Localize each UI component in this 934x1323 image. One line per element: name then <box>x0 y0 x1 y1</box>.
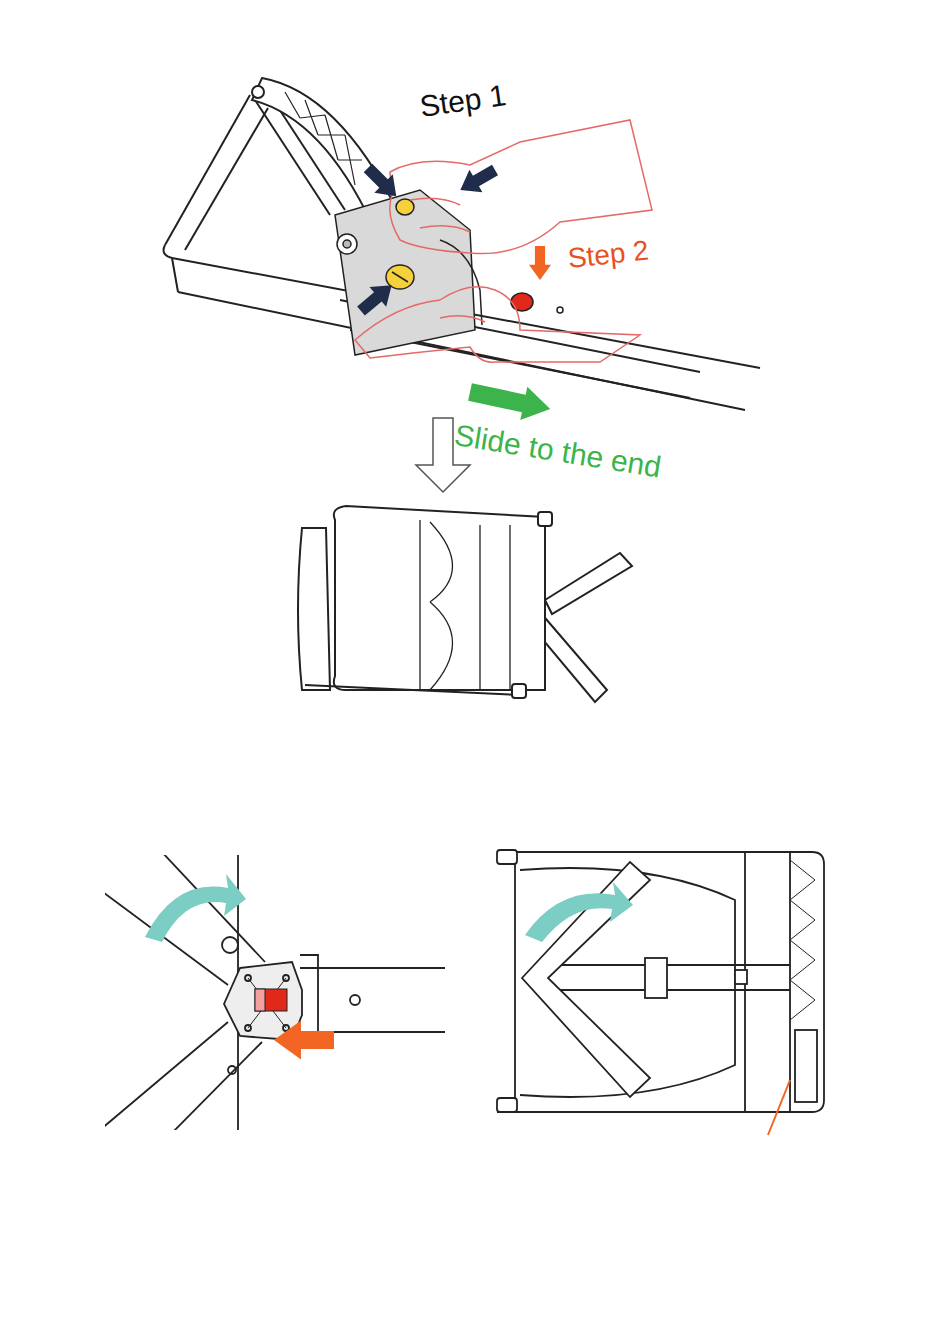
push-down-arrow <box>529 246 551 280</box>
joint-detail <box>105 890 228 985</box>
hand-outline <box>355 287 640 363</box>
folded-stroller <box>545 553 632 614</box>
seat-hinge-arc <box>252 78 398 224</box>
step-label: Step 1 <box>418 78 508 123</box>
lock-knob <box>511 293 533 311</box>
frame-rail <box>185 108 268 250</box>
slider-lock <box>255 989 287 1011</box>
stroller-top-view <box>497 850 517 864</box>
hand-outline <box>390 120 652 254</box>
joint-detail <box>222 937 238 953</box>
push-down-arrow <box>529 246 551 280</box>
folded-stroller <box>298 528 330 690</box>
joint-detail <box>300 967 445 969</box>
push-arrow <box>274 1021 334 1060</box>
step-label: Step 2 <box>566 236 650 275</box>
seat-hinge-arc <box>285 92 362 185</box>
rotate-arrow <box>525 882 633 942</box>
lock-knob <box>511 293 563 313</box>
folded-stroller <box>512 684 526 698</box>
frame-rail <box>172 258 178 292</box>
press-arrow <box>353 159 502 321</box>
joint-detail <box>350 995 360 1005</box>
rotate-arrow <box>145 874 246 942</box>
release-button <box>392 272 408 282</box>
stroller-top-view <box>645 958 667 998</box>
joint-detail <box>228 1066 236 1074</box>
joint-detail <box>283 975 289 981</box>
leader-line <box>768 1080 790 1135</box>
joint-detail <box>245 975 251 981</box>
folded-stroller <box>298 506 632 702</box>
folded-stroller <box>420 520 453 690</box>
hand-outline <box>355 120 652 362</box>
frame-rail <box>164 245 172 258</box>
hinge-plate <box>337 234 357 254</box>
joint-detail <box>105 1022 228 1130</box>
folded-stroller <box>538 512 552 526</box>
joint-detail <box>248 978 286 1028</box>
stroller-top-view <box>497 1098 517 1112</box>
folded-stroller <box>334 506 545 690</box>
instruction-label: Slide to the end <box>452 418 663 483</box>
seat-hinge-arc <box>252 86 264 98</box>
hinge-plate <box>343 240 351 248</box>
joint-detail <box>170 1042 262 1130</box>
folded-stroller <box>305 685 520 695</box>
stroller-top-view <box>497 850 824 1112</box>
joint-detail <box>105 855 445 1130</box>
release-button <box>396 199 414 215</box>
folded-stroller <box>480 525 510 690</box>
slide-arrow <box>466 375 553 425</box>
seat-hinge-arc <box>252 78 398 224</box>
press-arrow <box>359 159 406 206</box>
hinge-plate <box>335 190 475 355</box>
joint-detail <box>245 1025 251 1031</box>
press-arrow <box>454 159 502 202</box>
stroller-top-view <box>497 852 824 1112</box>
stroller-top-view <box>735 970 747 984</box>
push-arrow <box>274 1021 334 1060</box>
rotate-arrow <box>145 874 246 942</box>
frame-rail <box>164 95 760 410</box>
hinge-plate <box>335 190 482 355</box>
stroller-top-view <box>795 1030 817 1102</box>
stroller-top-view <box>522 862 650 1097</box>
lock-knob <box>557 307 563 313</box>
stroller-top-view <box>515 852 790 1112</box>
rotate-arrow <box>525 882 633 942</box>
press-arrow <box>353 275 400 321</box>
slider-lock <box>255 989 287 1011</box>
stroller-top-view <box>790 860 815 1020</box>
leader-line <box>768 1080 790 1135</box>
frame-rail <box>165 95 250 245</box>
hand-outline <box>440 316 485 322</box>
slide-arrow <box>466 375 553 425</box>
hand-outline <box>410 198 470 232</box>
slider-lock <box>255 989 265 1011</box>
